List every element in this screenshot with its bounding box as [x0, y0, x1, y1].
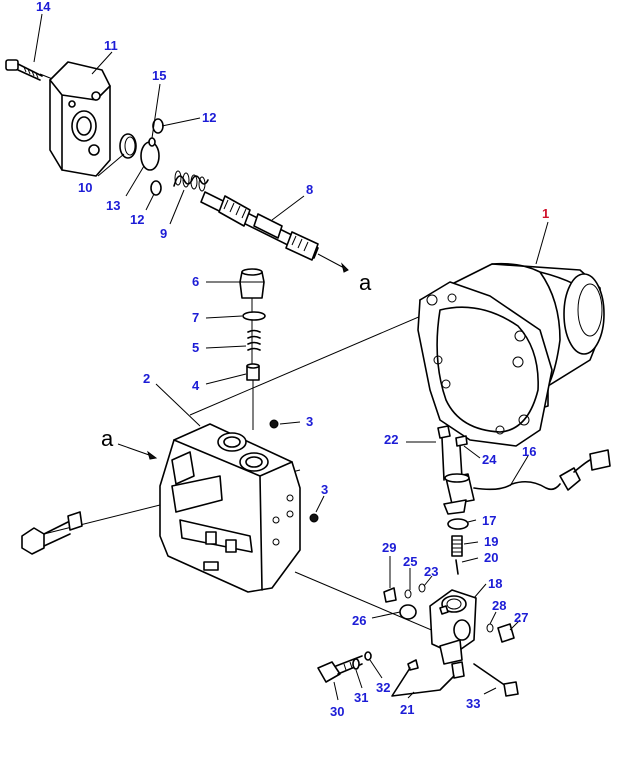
callout-30: 30 [330, 704, 344, 719]
leader-lines [33, 13, 549, 701]
bolt-14 [5, 59, 43, 81]
callout-3a: 3 [306, 414, 313, 429]
callout-labels: 1 2 3 3 4 5 6 7 8 9 10 11 12 12 13 14 15… [36, 0, 549, 719]
callout-19: 19 [484, 534, 498, 549]
callout-15: 15 [152, 68, 166, 83]
callout-8: 8 [306, 182, 313, 197]
motor-housing-1 [417, 262, 605, 447]
block-fasteners [383, 583, 519, 697]
long-bolt [21, 511, 83, 555]
callout-18: 18 [488, 576, 502, 591]
marker-a-left: a [101, 426, 114, 451]
sensor-assembly [437, 425, 611, 530]
spring-9 [173, 170, 209, 192]
plug-stack [239, 268, 266, 381]
marker-arrows [117, 443, 158, 460]
callout-12b: 12 [130, 212, 144, 227]
callout-14: 14 [36, 0, 51, 14]
callout-2: 2 [143, 371, 150, 386]
callout-25: 25 [403, 554, 417, 569]
callout-28: 28 [492, 598, 506, 613]
callout-21: 21 [400, 702, 414, 717]
callout-31: 31 [354, 690, 368, 705]
callout-9: 9 [160, 226, 167, 241]
callout-24: 24 [482, 452, 497, 467]
spool-8 [200, 191, 349, 273]
callout-29: 29 [382, 540, 396, 555]
callout-20: 20 [484, 550, 498, 565]
callout-7: 7 [192, 310, 199, 325]
callout-12a: 12 [202, 110, 216, 125]
callout-10: 10 [78, 180, 92, 195]
callout-32: 32 [376, 680, 390, 695]
callout-13: 13 [106, 198, 120, 213]
relief-block [429, 535, 477, 665]
callout-23: 23 [424, 564, 438, 579]
cover-plate-11 [49, 61, 111, 177]
callout-26: 26 [352, 613, 366, 628]
plugs-3 [269, 419, 319, 523]
callout-11: 11 [104, 38, 118, 53]
callout-16: 16 [522, 444, 536, 459]
callout-5: 5 [192, 340, 199, 355]
callout-27: 27 [514, 610, 528, 625]
callout-33: 33 [466, 696, 480, 711]
callout-22: 22 [384, 432, 398, 447]
seal-rings [119, 118, 164, 196]
callout-4: 4 [192, 378, 200, 393]
valve-body-2 [159, 423, 301, 593]
marker-a-top: a [359, 270, 372, 295]
callout-3b: 3 [321, 482, 328, 497]
callout-1: 1 [542, 206, 549, 221]
callout-17: 17 [482, 513, 496, 528]
callout-6: 6 [192, 274, 199, 289]
bottom-bolt [317, 651, 372, 683]
